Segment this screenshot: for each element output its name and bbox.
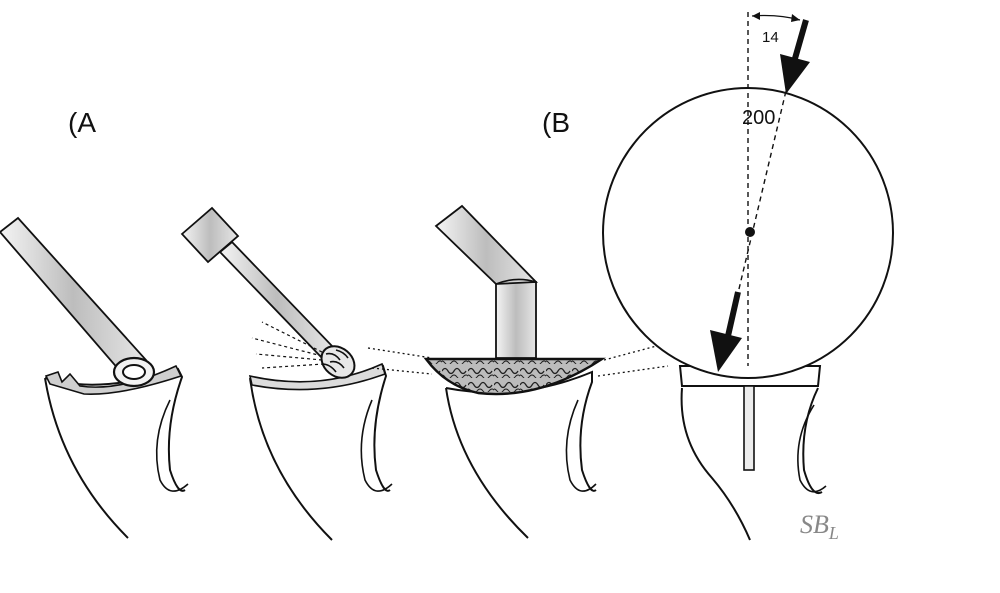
bone-3 [445, 370, 597, 539]
graft-tube-angled [434, 204, 539, 285]
bottom-arrow-shaft [725, 291, 741, 337]
connector-lines-2-3 [367, 347, 433, 375]
top-arrow-shaft [791, 19, 809, 63]
graft-tube-vertical [495, 281, 537, 359]
bone-1 [44, 367, 186, 539]
tilted-axis-line [733, 73, 791, 311]
sb-label-main: SB [800, 510, 829, 539]
hook-line-1 [155, 399, 189, 492]
sb-label: SBL [800, 510, 839, 543]
angle-arc-head-left [752, 12, 760, 20]
step-3-graft [423, 204, 606, 539]
cartilage-graft [423, 357, 606, 396]
top-arrow-head [780, 54, 810, 94]
connector-lines-3-4 [597, 343, 669, 377]
surface-rim-2 [248, 362, 386, 391]
sb-label-sub: L [828, 523, 839, 543]
bone-2 [249, 364, 391, 541]
suction-shaft [0, 216, 148, 380]
debris-spray [251, 321, 325, 369]
hook-line-4 [797, 404, 827, 493]
step-1-suction [0, 216, 189, 539]
panel-label-b: (B [542, 107, 570, 138]
diameter-label: 200 [742, 107, 775, 129]
step-4-magnified: 14 200 SBL [602, 12, 894, 543]
angle-arc-head-right [791, 14, 800, 22]
surface-rim-1 [44, 364, 183, 395]
burr-collar [180, 206, 240, 264]
burr-shaft [218, 240, 336, 360]
panel-label-a: (A [68, 107, 96, 138]
bottom-arrow-head [710, 330, 742, 372]
tube-bend [495, 278, 537, 285]
suction-tip-inner [122, 364, 146, 380]
hook-line-3 [565, 399, 597, 492]
angle-label: 14 [762, 29, 779, 46]
burr-flutes [321, 349, 349, 373]
hook-line-2 [360, 399, 393, 492]
step-2-burr [180, 206, 393, 541]
sphere-center [745, 227, 755, 237]
stem-peg [743, 385, 755, 471]
